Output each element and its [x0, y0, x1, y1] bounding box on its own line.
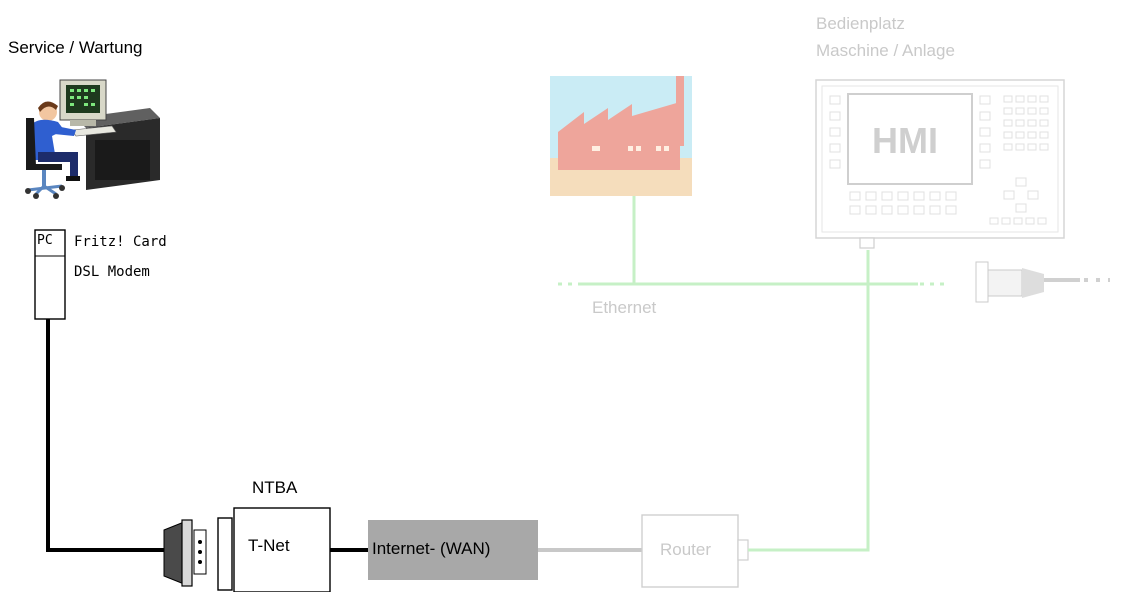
pc-box-label: PC	[37, 233, 53, 248]
ntba-title: NTBA	[252, 478, 298, 497]
wan-label: Internet- (WAN)	[372, 539, 491, 558]
service-title: Service / Wartung	[8, 38, 143, 57]
db-connector-icon	[163, 517, 233, 591]
hmi-panel-icon	[815, 79, 1065, 249]
router-label: Router	[660, 540, 712, 559]
fritz-card-label: Fritz! Card	[74, 234, 167, 250]
ntba-box	[233, 507, 331, 592]
ethernet-lines	[578, 196, 918, 552]
factory-icon	[550, 76, 692, 196]
pc-to-ntba-cable	[46, 319, 168, 552]
panel-title-line2: Maschine / Anlage	[816, 41, 955, 60]
panel-title-line1: Bedienplatz	[816, 14, 905, 33]
hmi-screen-label: HMI	[872, 120, 938, 161]
workstation-icon	[16, 78, 170, 200]
ethernet-label: Ethernet	[592, 298, 657, 317]
hmi-db-connector-icon	[975, 261, 1044, 303]
ntba-box-label: T-Net	[248, 536, 290, 555]
wan-box	[368, 520, 538, 580]
dsl-modem-label: DSL Modem	[74, 264, 150, 280]
